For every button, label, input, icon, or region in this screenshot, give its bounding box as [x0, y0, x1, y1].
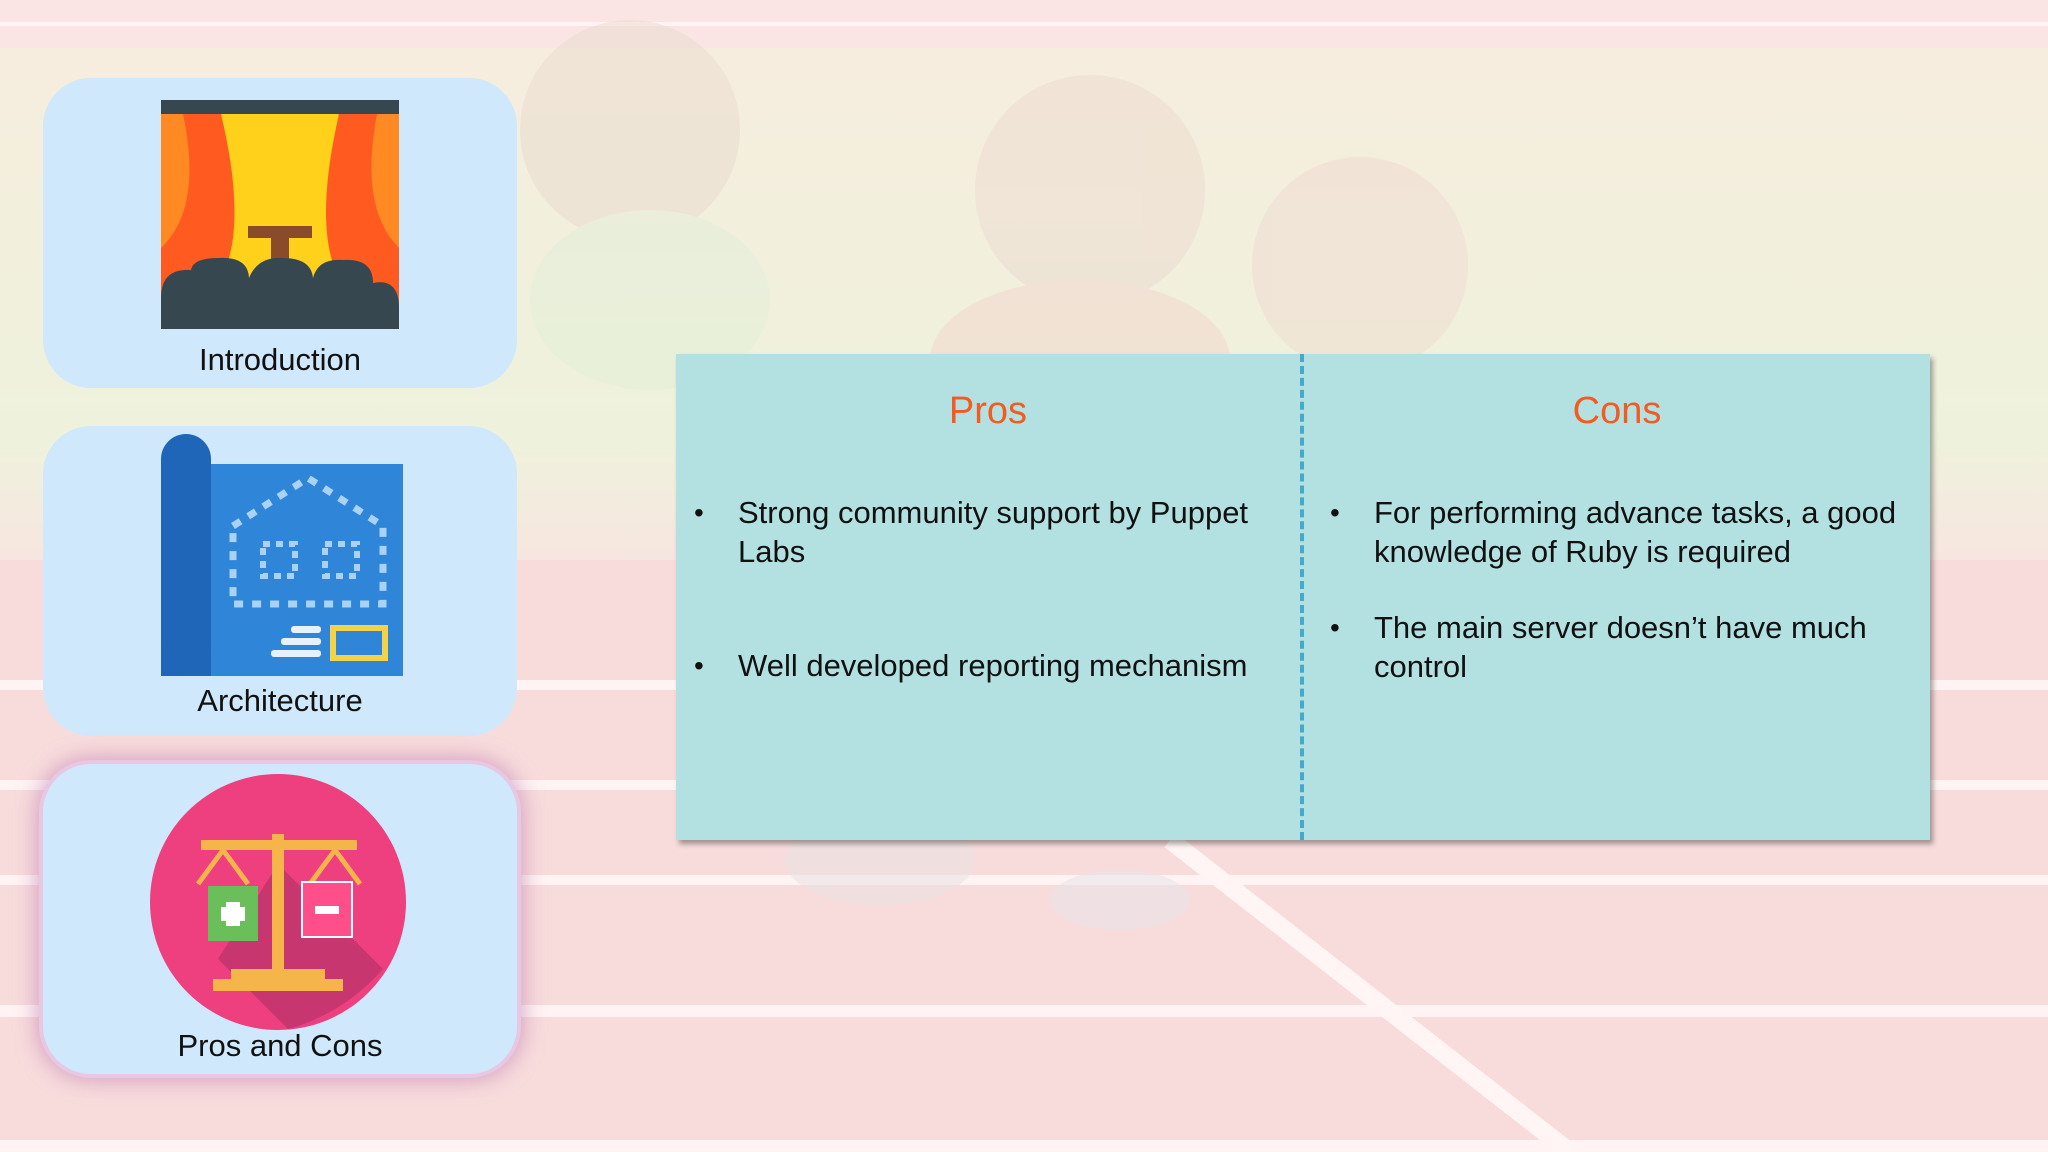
- cons-item-text: The main server doesn’t have much contro…: [1374, 610, 1867, 684]
- cons-title: Cons: [1572, 390, 1662, 432]
- theater-stage-icon: [161, 100, 399, 329]
- nav-card-introduction[interactable]: Introduction: [43, 78, 517, 388]
- bullet-icon: •: [694, 650, 704, 681]
- pros-title: Pros: [948, 390, 1028, 432]
- column-divider: [1300, 354, 1304, 840]
- pros-item: • Well developed reporting mechanism: [694, 646, 1298, 685]
- bullet-icon: •: [694, 497, 704, 528]
- nav-card-architecture[interactable]: Architecture: [43, 426, 517, 736]
- balance-scale-icon: [150, 774, 406, 1030]
- bullet-icon: •: [1330, 612, 1340, 643]
- blueprint-icon: [161, 434, 403, 676]
- cons-item: • The main server doesn’t have much cont…: [1330, 608, 1914, 686]
- bullet-icon: •: [1330, 497, 1340, 528]
- pros-item: • Strong community support by Puppet Lab…: [694, 493, 1278, 571]
- pros-cons-table: Pros • Strong community support by Puppe…: [676, 354, 1930, 840]
- cons-column: Cons • For performing advance tasks, a g…: [1304, 354, 1930, 840]
- nav-label-pros-and-cons: Pros and Cons: [177, 1028, 383, 1063]
- nav-label-architecture: Architecture: [197, 683, 363, 718]
- cons-item: • For performing advance tasks, a good k…: [1330, 493, 1914, 571]
- pros-item-text: Strong community support by Puppet Labs: [738, 495, 1249, 569]
- cons-item-text: For performing advance tasks, a good kno…: [1374, 495, 1897, 569]
- pros-item-text: Well developed reporting mechanism: [738, 648, 1248, 683]
- pros-column: Pros • Strong community support by Puppe…: [676, 354, 1300, 840]
- nav-label-introduction: Introduction: [199, 342, 361, 377]
- nav-card-pros-and-cons[interactable]: Pros and Cons: [43, 764, 517, 1074]
